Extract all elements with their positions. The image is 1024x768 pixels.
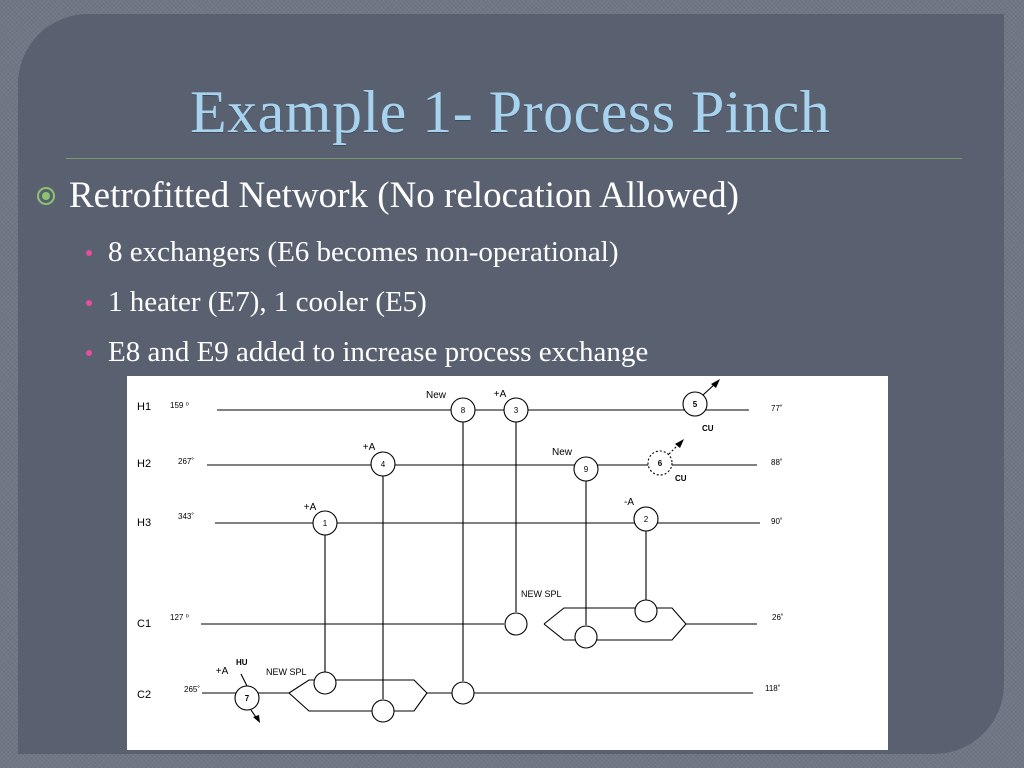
bullet-dot-icon [86,250,92,256]
arrowhead-heater-7 [253,715,260,723]
heater-7-id: 7 [245,694,250,703]
temp-out-h3: 90˚ [771,517,783,526]
exchanger-8-cold [451,681,475,705]
temp-in-h1: 159 ⁰ [170,401,189,410]
arrowhead-cooler-5 [711,379,720,388]
temp-out-h2: 88˚ [771,458,783,467]
cooler-5-id: 5 [693,400,698,409]
stream-name-h2: H2 [137,458,151,470]
exchanger-3-cold [504,612,528,636]
temp-out-h1: 77˚ [771,404,783,413]
slide-title: Example 1- Process Pinch [190,79,831,145]
sub-bullet-text: 8 exchangers (E6 becomes non-operational… [108,236,619,268]
temp-in-c1: 127 ⁰ [170,613,189,622]
heater-7-label: HU [236,658,248,667]
stream-name-c2: C2 [137,689,151,701]
heater-7-tag: +A [216,666,229,677]
exchanger-1-id: 1 [323,519,328,528]
bullet-dot-icon [86,300,92,306]
exchanger-3-tag: +A [494,389,507,400]
cooler-6-inactive [647,450,673,476]
temp-out-c1: 26˚ [772,613,784,622]
stream-name-h1: H1 [137,401,151,413]
exchanger-1-tag: +A [304,502,317,513]
bullet-text: Retrofitted Network (No relocation Allow… [69,175,739,216]
exchanger-8 [450,397,476,423]
split-label-c2: NEW SPL [266,667,307,677]
exchanger-9 [573,456,599,482]
bullet-circle-icon [37,187,55,205]
exchanger-4-tag: +A [363,442,376,453]
temp-in-h2: 267˚ [178,457,194,466]
cooler-5-label: CU [702,424,714,433]
exchanger-4 [370,451,396,477]
exchanger-1-cold [313,671,337,695]
cooler-5 [682,391,708,417]
sub-bullet-text: 1 heater (E7), 1 cooler (E5) [108,286,427,318]
sub-bullet-text: E8 and E9 added to increase process exch… [108,336,649,368]
bullet-dot-icon [86,350,92,356]
stream-name-h3: H3 [137,517,151,529]
exchanger-1 [312,510,338,536]
stream-name-c1: C1 [137,618,151,630]
temp-out-c2: 118˚ [765,684,781,693]
exchanger-3-id: 3 [514,406,519,415]
c2-split-branch [288,679,428,712]
exchanger-3 [503,397,529,423]
heat-exchanger-network-diagram: H1 H2 H3 C1 C2 159 ⁰ 267˚ 343˚ 127 ⁰ 265… [127,376,888,750]
cooler-6-id: 6 [658,459,663,468]
title-divider [66,158,962,159]
exchanger-2-id: 2 [644,515,649,524]
exchanger-4-cold [371,699,395,723]
exchanger-2-tag: -A [624,497,634,508]
exchanger-2 [633,506,659,532]
exchanger-4-id: 4 [381,460,386,469]
heater-7-line-top [240,673,248,687]
cooler-6-label: CU [675,474,687,483]
c1-split-branch [543,607,687,641]
exchanger-9-cold [574,625,598,649]
exchanger-8-id: 8 [461,406,466,415]
network-svg: H1 H2 H3 C1 C2 159 ⁰ 267˚ 343˚ 127 ⁰ 265… [137,379,784,723]
exchanger-9-tag: New [552,447,573,458]
exchanger-8-tag: New [426,390,447,401]
exchanger-2-cold [634,599,658,623]
exchanger-9-id: 9 [584,465,589,474]
split-label-c1: NEW SPL [521,589,562,599]
temp-in-h3: 343˚ [178,512,194,521]
temp-in-c2: 265˚ [184,685,200,694]
arrowhead-cooler-6 [675,439,684,448]
